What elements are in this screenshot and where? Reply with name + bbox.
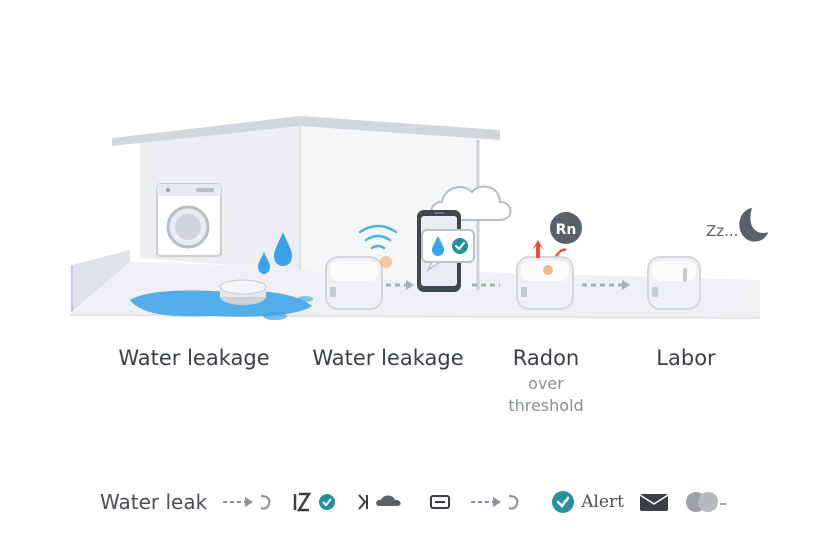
stage-label-1: Water leakage [118, 346, 270, 370]
notification-bubble [421, 229, 475, 273]
mail-icon [639, 494, 669, 511]
alert-arrow-icon [532, 240, 567, 258]
sensor-device-1 [325, 256, 383, 310]
water-drop-icon [432, 236, 444, 256]
roof [112, 116, 500, 146]
stage-label-2: Water leakage [312, 346, 464, 370]
stage-sublabel-3b: threshold [508, 396, 584, 415]
notification-icon [685, 492, 726, 512]
moon-icon [739, 208, 768, 242]
status-check-icon [293, 492, 336, 512]
battery-icon [430, 495, 451, 509]
stage-label-4: Labor [656, 346, 716, 370]
forward-arrow-icon [223, 495, 271, 510]
washing-machine-icon [156, 183, 222, 257]
leak-sensor-puck [219, 279, 267, 305]
bottom-legend: Water leak Alert [100, 484, 730, 520]
low-wall [72, 250, 130, 312]
sensor-device-3 [647, 256, 701, 310]
radon-badge-label: Rn [556, 222, 577, 238]
water-puddle [130, 290, 312, 317]
stage-label-3: Radon [512, 346, 580, 370]
scene-illustration: Rn Zz... [69, 116, 768, 320]
cloud-sync-icon [358, 494, 401, 510]
forward-arrow-icon-2 [471, 495, 519, 510]
water-drop-icon [258, 232, 292, 274]
sensor-device-2 [516, 256, 574, 310]
check-icon [552, 491, 575, 513]
alert-label: Alert [581, 492, 624, 512]
check-icon [452, 238, 468, 254]
sleep-text: Zz... [706, 222, 738, 240]
wifi-signal-icon [358, 224, 398, 250]
leak-label: Water leak [100, 490, 208, 514]
stage-sublabel-3a: over [528, 374, 564, 393]
radon-badge: Rn [550, 212, 582, 244]
